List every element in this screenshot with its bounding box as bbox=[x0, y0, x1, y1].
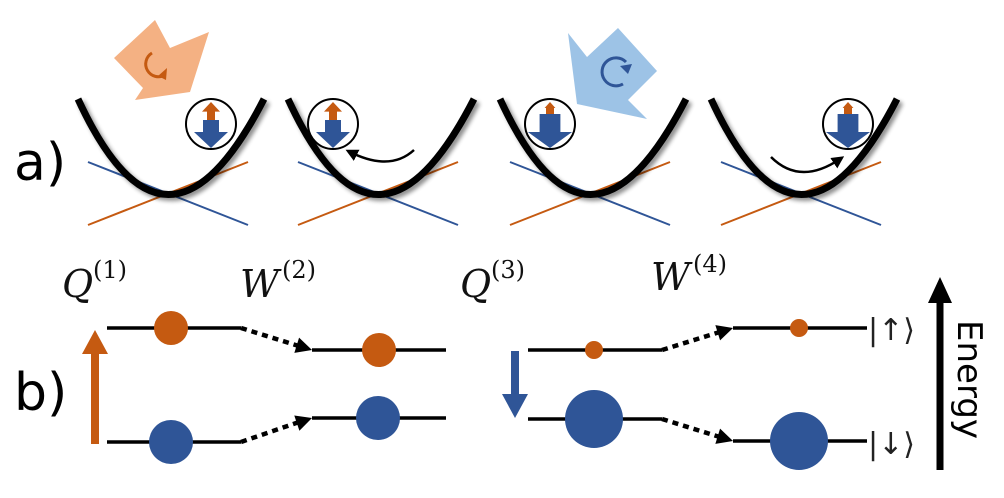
clockwise-rotation-icon bbox=[600, 56, 632, 88]
energy-label: Energy bbox=[949, 320, 989, 439]
spin-down-arrow-icon bbox=[527, 114, 573, 148]
spin-down-population-before bbox=[565, 390, 623, 448]
svg-text:W: W bbox=[240, 262, 282, 306]
spin-up-population-before bbox=[585, 341, 603, 359]
ket-down-label: |↓⟩ bbox=[868, 427, 915, 462]
panel-a-label: a) bbox=[14, 133, 66, 193]
spin-up-arrow-icon bbox=[202, 102, 220, 120]
spin-up-population-after bbox=[790, 319, 808, 337]
spin-state-circle bbox=[524, 98, 576, 150]
spin-down-arrow-icon bbox=[194, 120, 228, 148]
svg-text:Q: Q bbox=[460, 262, 491, 306]
transition-dotted-down bbox=[240, 418, 303, 445]
spin-up-arrow-icon bbox=[324, 102, 342, 120]
spin-down-arrow-icon bbox=[316, 120, 350, 148]
transition-dotted-up bbox=[661, 328, 724, 353]
spin-state-circle bbox=[822, 98, 874, 150]
counterclockwise-rotation-icon bbox=[144, 51, 167, 80]
panel-b bbox=[82, 311, 867, 470]
parabola-curve bbox=[496, 97, 690, 198]
spin-state-circle bbox=[307, 98, 359, 150]
pump-down-arrow-shaft bbox=[511, 351, 519, 396]
spin-down-arrow-icon bbox=[825, 114, 871, 148]
energy-axis: Energy bbox=[928, 277, 989, 470]
spin-down-population-after bbox=[770, 412, 828, 470]
transition-arrowhead-icon bbox=[715, 428, 733, 444]
w4-index: (4) bbox=[693, 250, 727, 278]
level-diagram-q3-w4 bbox=[502, 319, 867, 470]
parabola-curve bbox=[284, 97, 478, 198]
pump-up-arrowhead-icon bbox=[82, 330, 108, 354]
transition-dotted-up bbox=[240, 325, 303, 350]
level-diagram-q1-w2 bbox=[82, 311, 446, 464]
relaxation-arrow-left-icon bbox=[345, 149, 415, 163]
energy-landscape-3 bbox=[496, 97, 690, 226]
step-label-w4: W (4) bbox=[651, 250, 727, 299]
ket-up-label: |↑⟩ bbox=[868, 313, 915, 348]
parabola-curve bbox=[707, 97, 901, 198]
svg-text:W: W bbox=[651, 255, 693, 299]
pump-down-arrowhead-icon bbox=[502, 394, 528, 418]
spin-state-circle bbox=[185, 98, 237, 150]
q3-index: (3) bbox=[491, 256, 525, 284]
transition-arrowhead-icon bbox=[294, 337, 312, 353]
relaxation-arrow-right-icon bbox=[770, 156, 845, 174]
energy-landscape-1 bbox=[74, 97, 268, 226]
transition-arrowhead-icon bbox=[294, 415, 312, 431]
spin-up-population-before bbox=[154, 311, 188, 345]
step-label-q3: Q (3) bbox=[460, 256, 525, 306]
transition-dotted-down bbox=[661, 416, 724, 441]
panel-a bbox=[74, 97, 901, 226]
pump-arrow-sigma-plus bbox=[114, 20, 209, 100]
transition-arrowhead-icon bbox=[715, 325, 733, 341]
q1-index: (1) bbox=[93, 256, 127, 284]
spin-down-population-after bbox=[356, 396, 400, 440]
step-label-q1: Q (1) bbox=[62, 256, 127, 306]
parabola-curve bbox=[74, 97, 268, 198]
step-label-w2: W (2) bbox=[240, 256, 316, 306]
energy-landscape-2 bbox=[284, 97, 478, 226]
energy-arrowhead-icon bbox=[928, 277, 952, 303]
svg-text:Q: Q bbox=[62, 262, 93, 306]
energy-landscape-4 bbox=[707, 97, 901, 226]
pump-up-arrow-shaft bbox=[91, 350, 99, 444]
spin-up-population-after bbox=[362, 333, 396, 367]
panel-b-label: b) bbox=[14, 363, 67, 423]
w2-index: (2) bbox=[282, 256, 316, 284]
pump-arrow-sigma-minus bbox=[568, 28, 657, 119]
spin-down-population-before bbox=[149, 420, 193, 464]
